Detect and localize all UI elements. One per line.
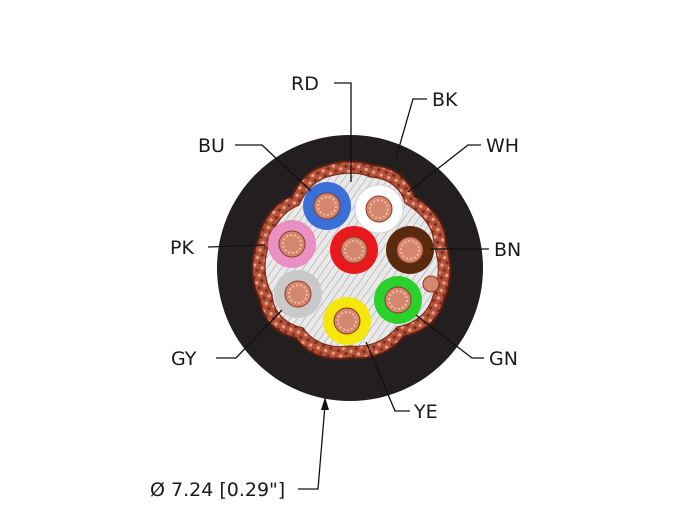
- label-ye: YE: [413, 401, 438, 423]
- filler-strand: [422, 275, 440, 293]
- conductor-blue: [303, 182, 351, 230]
- leader-gn: [415, 314, 484, 359]
- conductor-brown: [386, 226, 434, 274]
- leader-bu: [235, 144, 312, 192]
- leader-wh: [407, 144, 481, 193]
- conductor-green: [374, 276, 422, 324]
- conductor-pink: [268, 220, 316, 268]
- label-pk: PK: [170, 237, 194, 259]
- label-bn: BN: [494, 239, 521, 261]
- conductor-red: [330, 226, 378, 274]
- diameter-arrowhead: [321, 397, 329, 410]
- label-rd: RD: [291, 73, 319, 95]
- conductor-yellow: [323, 297, 371, 345]
- leader-ye: [365, 341, 410, 412]
- leader-diameter: [298, 404, 326, 490]
- label-wh: WH: [486, 135, 519, 157]
- label-gn: GN: [489, 348, 518, 370]
- leader-rd: [334, 82, 352, 182]
- conductor-gray: [274, 270, 322, 318]
- label-bu: BU: [198, 135, 225, 157]
- label-gy: GY: [171, 348, 197, 370]
- leader-pk: [207, 244, 266, 248]
- leader-bk: [395, 98, 427, 159]
- label-bk: BK: [432, 89, 458, 111]
- conductor-white: [354, 184, 404, 234]
- leader-gy: [216, 309, 283, 359]
- label-diameter: Ø 7.24 [0.29"]: [150, 479, 285, 501]
